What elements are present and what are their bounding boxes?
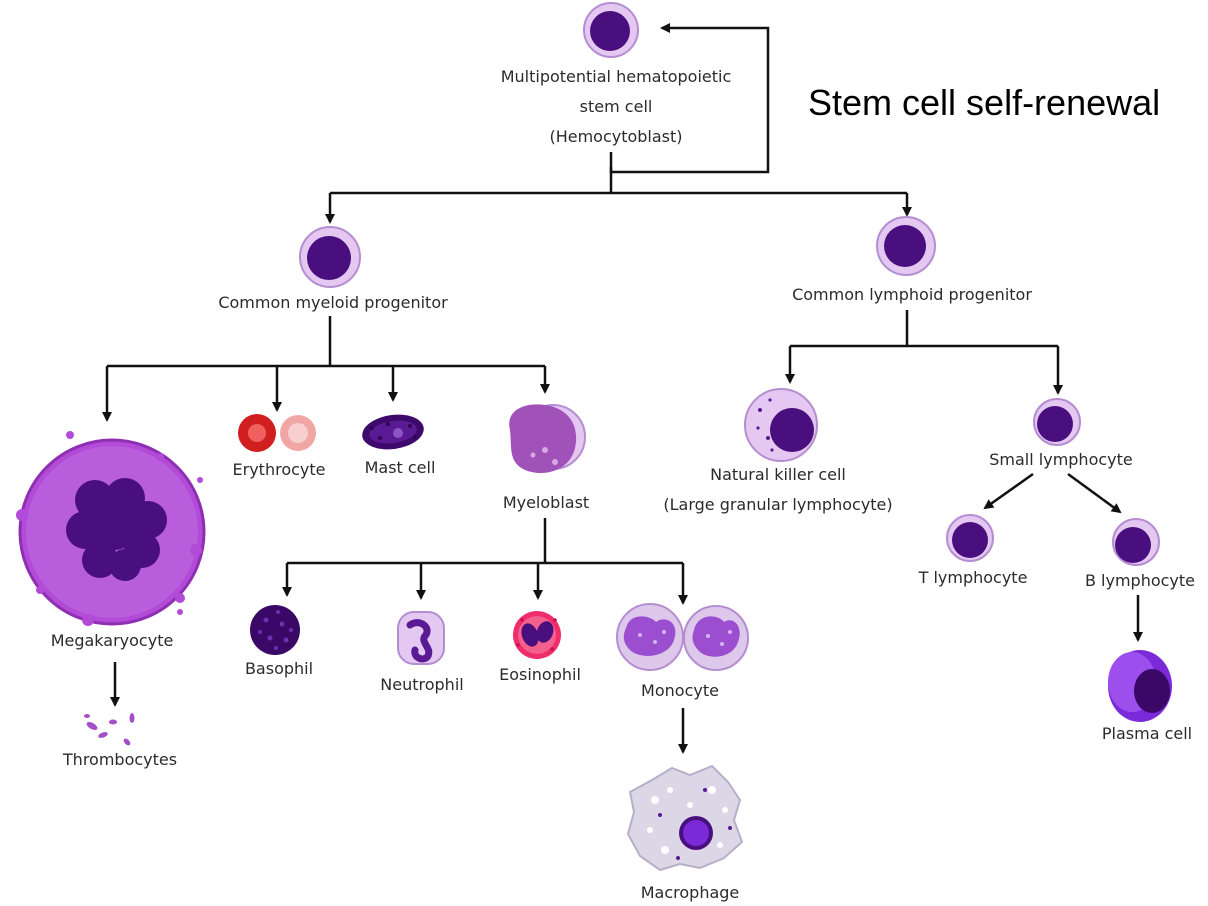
stem-cell-label: Multipotential hematopoietic stem cell (… bbox=[501, 62, 732, 152]
monocyte-label: Monocyte bbox=[641, 681, 719, 700]
eosinophil-icon bbox=[513, 611, 561, 659]
macrophage-icon bbox=[626, 764, 744, 872]
megakaryocyte-icon bbox=[16, 431, 206, 626]
myeloid-progenitor-icon bbox=[299, 226, 361, 288]
natural-killer-cell-label: Natural killer cell (Large granular lymp… bbox=[663, 460, 892, 520]
connectors bbox=[102, 23, 1143, 754]
macrophage-label: Macrophage bbox=[640, 883, 740, 902]
megakaryocyte-label: Megakaryocyte bbox=[50, 631, 174, 650]
small-lymphocyte-label: Small lymphocyte bbox=[989, 450, 1133, 469]
stem-cell-label-line1: Multipotential hematopoietic bbox=[500, 67, 732, 86]
small-lymphocyte-icon bbox=[1033, 398, 1081, 446]
t-lymphocyte-label: T lymphocyte bbox=[918, 568, 1028, 587]
b-lymphocyte-label: B lymphocyte bbox=[1084, 571, 1196, 590]
t-lymphocyte-icon bbox=[946, 514, 994, 562]
neutrophil-label: Neutrophil bbox=[380, 675, 464, 694]
basophil-icon bbox=[250, 605, 300, 655]
basophil-label: Basophil bbox=[244, 659, 314, 678]
stem-cell-label-line2: stem cell bbox=[579, 97, 653, 116]
myeloid-progenitor-label: Common myeloid progenitor bbox=[218, 293, 448, 312]
lymphoid-progenitor-icon bbox=[876, 216, 936, 276]
plasma-cell-label: Plasma cell bbox=[1101, 724, 1193, 743]
erythrocyte-label: Erythrocyte bbox=[232, 460, 326, 479]
lymphoid-progenitor-label: Common lymphoid progenitor bbox=[792, 285, 1032, 304]
diagram-title: Stem cell self-renewal bbox=[808, 82, 1161, 123]
natural-killer-cell-label-line2: (Large granular lymphocyte) bbox=[663, 495, 893, 514]
myeloblast-icon bbox=[509, 404, 586, 474]
natural-killer-cell-label-line1: Natural killer cell bbox=[710, 465, 846, 484]
natural-killer-cell-icon bbox=[744, 388, 818, 462]
stem-cell-label-line3: (Hemocytoblast) bbox=[549, 127, 683, 146]
arrow-to-t-lymphocyte bbox=[983, 472, 1034, 510]
plasma-cell-icon bbox=[1108, 650, 1172, 722]
myeloblast-label: Myeloblast bbox=[502, 493, 590, 512]
monocyte-icon bbox=[616, 603, 749, 671]
neutrophil-icon bbox=[397, 611, 445, 665]
b-lymphocyte-icon bbox=[1112, 518, 1160, 566]
thrombocytes-label: Thrombocytes bbox=[62, 750, 178, 769]
mast-cell-label: Mast cell bbox=[364, 458, 436, 477]
stem-cell-icon bbox=[583, 2, 639, 58]
arrow-to-b-lymphocyte bbox=[1067, 472, 1122, 514]
mast-cell-icon bbox=[362, 414, 424, 450]
erythrocyte-icon bbox=[238, 414, 316, 452]
thrombocytes-icon bbox=[84, 713, 135, 746]
eosinophil-label: Eosinophil bbox=[499, 665, 581, 684]
